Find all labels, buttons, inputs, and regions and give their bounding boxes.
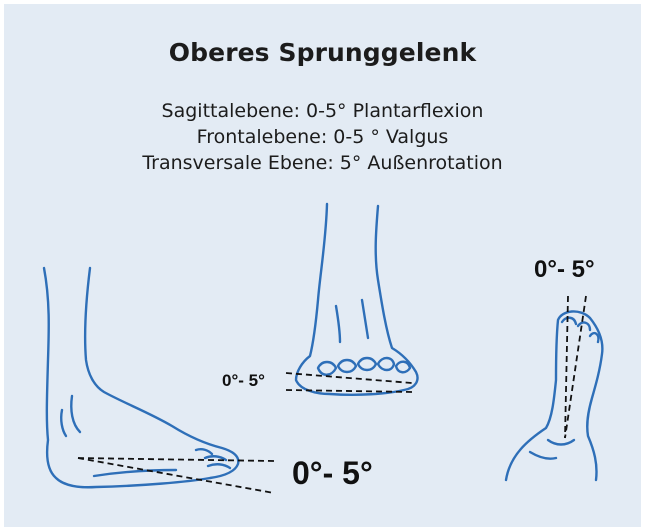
side-angle-label: 0°- 5° (292, 455, 373, 492)
front-view-foot (296, 204, 418, 395)
side-view-foot (44, 268, 238, 487)
top-angle-label: 0°- 5° (534, 256, 595, 284)
front-angle-label: 0°- 5° (222, 371, 265, 391)
top-view-foot (506, 311, 602, 480)
top-reference-lines (565, 296, 586, 438)
